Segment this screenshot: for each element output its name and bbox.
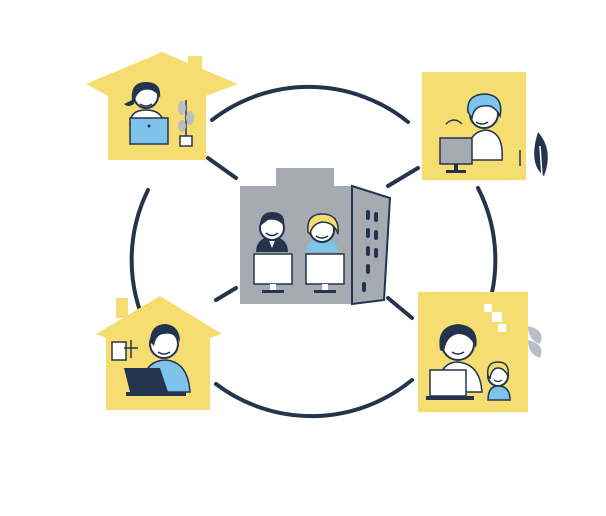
leaf-plant-icon [534, 132, 548, 177]
child-avatar [486, 361, 511, 401]
plant-icon [178, 100, 194, 147]
office-man-desktop [422, 72, 548, 180]
office-monitors [253, 253, 345, 293]
connection-spokes [206, 156, 420, 320]
businesswoman-avatar [306, 213, 339, 252]
businessman-avatar [256, 212, 288, 252]
home-man-laptop [96, 296, 222, 410]
window-frame-icon [111, 341, 127, 361]
side-leaf-icon [528, 326, 542, 358]
cross-plant-icon [124, 340, 138, 358]
home-mother-child [418, 292, 542, 412]
home-woman-laptop [86, 52, 238, 160]
office-building [240, 168, 392, 306]
building-windows [362, 210, 378, 292]
